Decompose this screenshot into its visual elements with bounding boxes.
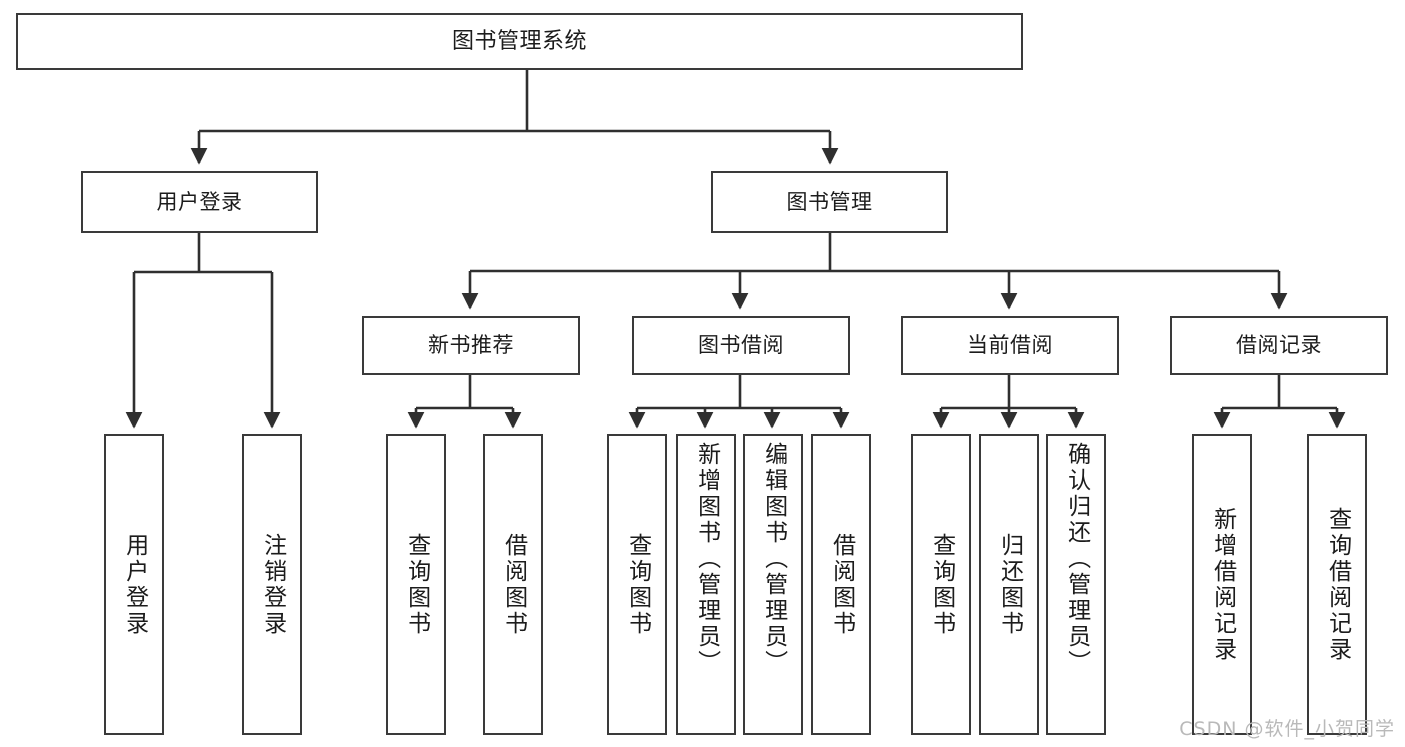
- leaf-logout[interactable]: 注销登录: [242, 434, 302, 735]
- node-root[interactable]: 图书管理系统: [16, 13, 1023, 70]
- leaf-query-book-newbook-label: 查询图书: [403, 532, 430, 637]
- node-root-label: 图书管理系统: [451, 28, 587, 54]
- leaf-query-book-newbook[interactable]: 查询图书: [386, 434, 446, 735]
- node-current-borrow[interactable]: 当前借阅: [901, 316, 1119, 375]
- leaf-borrow-book-label: 借阅图书: [828, 532, 855, 637]
- watermark: CSDN @软件_小贺同学: [1179, 718, 1395, 740]
- node-user-login[interactable]: 用户登录: [81, 171, 318, 233]
- leaf-logout-label: 注销登录: [259, 532, 286, 637]
- leaf-add-borrow-record[interactable]: 新增借阅记录: [1192, 434, 1252, 735]
- leaf-add-borrow-record-label: 新增借阅记录: [1209, 506, 1236, 663]
- leaf-query-book-borrow-label: 查询图书: [624, 532, 651, 637]
- leaf-borrow-book-newbook[interactable]: 借阅图书: [483, 434, 543, 735]
- leaf-borrow-book-newbook-label: 借阅图书: [500, 532, 527, 637]
- leaf-edit-book-admin[interactable]: 编辑图书（管理员）: [743, 434, 803, 735]
- leaf-query-book-borrow[interactable]: 查询图书: [607, 434, 667, 735]
- leaf-return-book-label: 归还图书: [996, 532, 1023, 637]
- leaf-query-borrow-record-label: 查询借阅记录: [1324, 506, 1351, 663]
- leaf-add-book-admin-label: 新增图书（管理员）: [693, 442, 720, 676]
- node-borrow-record-label: 借阅记录: [1236, 333, 1322, 358]
- leaf-confirm-return-admin[interactable]: 确认归还（管理员）: [1046, 434, 1106, 735]
- node-new-book-recommend[interactable]: 新书推荐: [362, 316, 580, 375]
- leaf-query-borrow-record[interactable]: 查询借阅记录: [1307, 434, 1367, 735]
- node-book-management-label: 图书管理: [786, 189, 873, 214]
- leaf-add-book-admin[interactable]: 新增图书（管理员）: [676, 434, 736, 735]
- node-borrow-record[interactable]: 借阅记录: [1170, 316, 1388, 375]
- node-book-borrow-label: 图书借阅: [698, 333, 784, 358]
- leaf-edit-book-admin-label: 编辑图书（管理员）: [760, 442, 787, 676]
- leaf-borrow-book[interactable]: 借阅图书: [811, 434, 871, 735]
- leaf-query-book-current[interactable]: 查询图书: [911, 434, 971, 735]
- node-user-login-label: 用户登录: [156, 189, 243, 214]
- leaf-user-login-label: 用户登录: [121, 532, 148, 637]
- leaf-return-book[interactable]: 归还图书: [979, 434, 1039, 735]
- node-book-management[interactable]: 图书管理: [711, 171, 948, 233]
- leaf-confirm-return-admin-label: 确认归还（管理员）: [1063, 442, 1090, 676]
- node-new-book-recommend-label: 新书推荐: [428, 333, 514, 358]
- node-book-borrow[interactable]: 图书借阅: [632, 316, 850, 375]
- node-current-borrow-label: 当前借阅: [967, 333, 1053, 358]
- leaf-query-book-current-label: 查询图书: [928, 532, 955, 637]
- leaf-user-login[interactable]: 用户登录: [104, 434, 164, 735]
